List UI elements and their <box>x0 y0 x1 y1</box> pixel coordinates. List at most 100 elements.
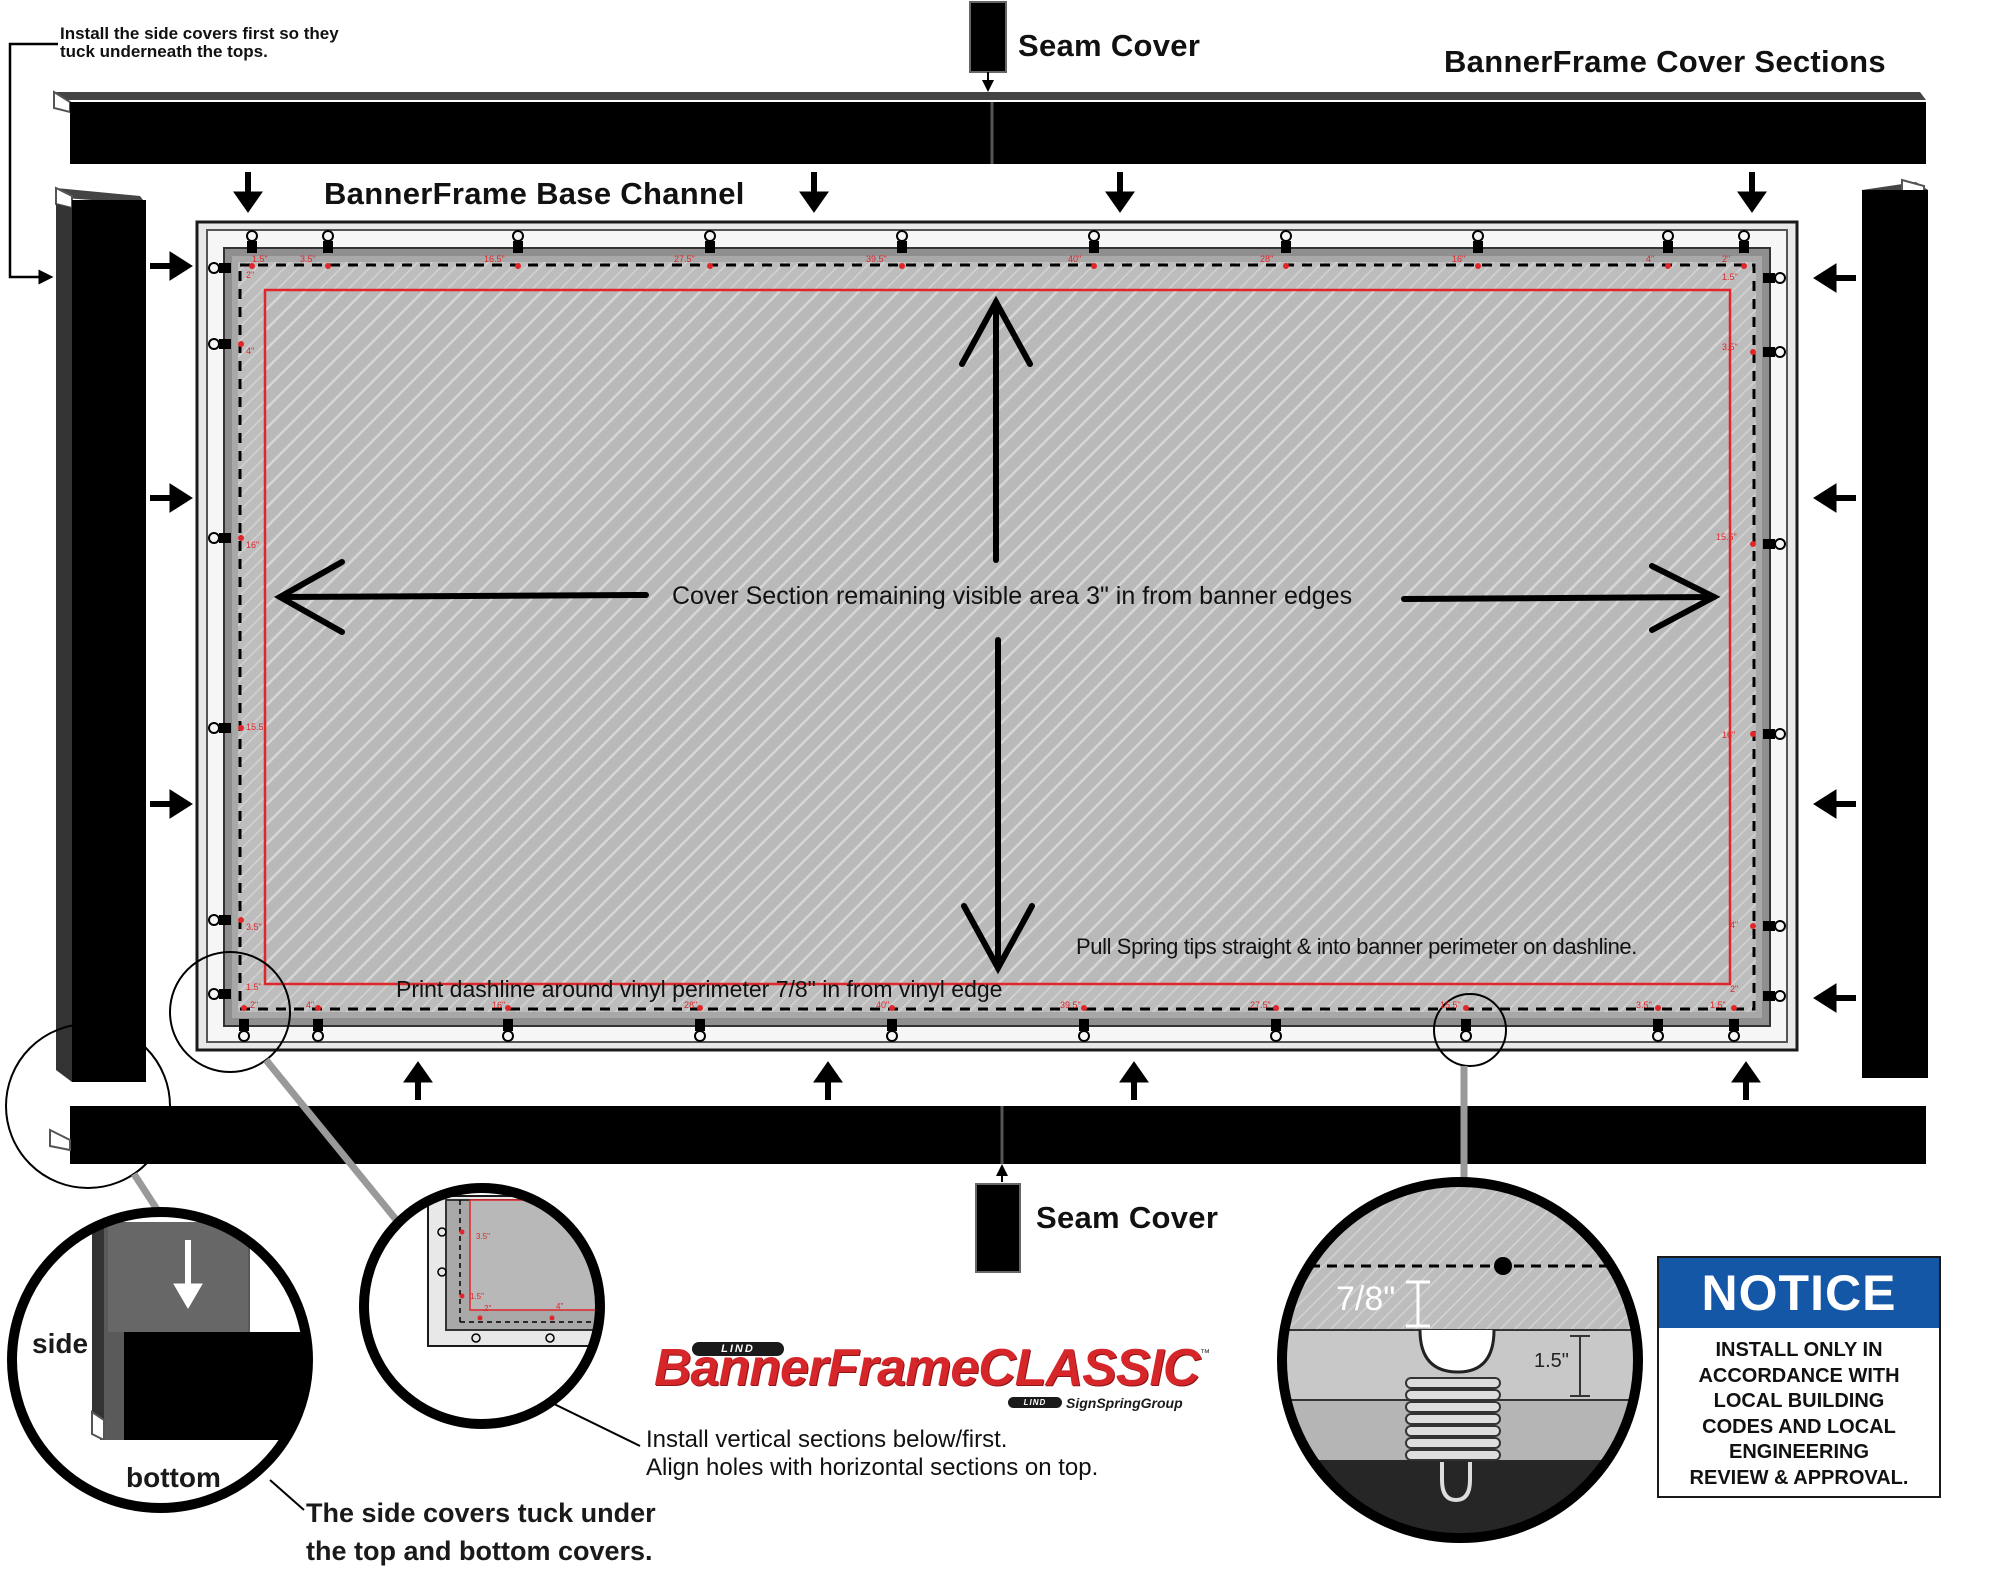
detail-corner <box>364 1188 600 1424</box>
measure-left-6: 1.5" <box>246 982 262 992</box>
arrow-right-2 <box>150 483 193 513</box>
measure-right-1: 1.5" <box>1722 272 1738 282</box>
arrow-up-3 <box>1119 1061 1149 1100</box>
detail-spring-height-label: 1.5" <box>1534 1350 1569 1372</box>
logo-sub-lind-badge: LIND <box>1008 1397 1062 1408</box>
measure-right-4: 16" <box>1722 730 1736 740</box>
springs-top <box>246 230 1750 253</box>
notice-line-6: REVIEW & APPROVAL. <box>1689 1466 1909 1489</box>
push-arrows <box>150 172 1856 1100</box>
detail-corner-measure-1: 3.5" <box>476 1232 490 1241</box>
measure-top-6: 40" <box>1068 254 1082 264</box>
logo-trademark: ™ <box>1200 1348 1210 1359</box>
arrow-left-3 <box>1813 789 1856 819</box>
arrow-down-2 <box>799 172 829 213</box>
dashline-text: Print dashline around vinyl perimeter 7/… <box>396 976 1003 1002</box>
arrow-up-1 <box>403 1061 433 1100</box>
measure-top-4: 27.5" <box>674 254 695 264</box>
measure-left-5: 3.5" <box>246 922 262 932</box>
measure-top-2: 3.5" <box>300 254 316 264</box>
measure-bottom-6: 39.5" <box>1060 1000 1081 1010</box>
notice-line-5: ENGINEERING <box>1728 1441 1870 1463</box>
measure-left-3: 16" <box>246 540 260 550</box>
measure-right-5: 4" <box>1730 920 1739 930</box>
notice-line-3: LOCAL BUILDING <box>1713 1390 1885 1412</box>
top-cover-section <box>53 90 1926 164</box>
grommet-dots <box>238 263 1756 1011</box>
notice-box: NOTICE INSTALL ONLY IN ACCORDANCE WITH L… <box>1657 1256 1941 1498</box>
measure-top-5: 39.5" <box>866 254 887 264</box>
pull-spring-text: Pull Spring tips straight & into banner … <box>1076 934 1637 959</box>
detail-corner-measure-3: 2" <box>484 1304 492 1313</box>
notice-line-2: ACCORDANCE WITH <box>1698 1364 1900 1387</box>
measure-bottom-2: 4" <box>306 1000 315 1010</box>
measure-right-6: 2" <box>1730 984 1739 994</box>
notice-body: INSTALL ONLY IN ACCORDANCE WITH LOCAL BU… <box>1667 1338 1931 1491</box>
notice-title: NOTICE <box>1659 1258 1939 1328</box>
install-caption: Install vertical sections below/first. A… <box>646 1426 1098 1482</box>
arrow-right-3 <box>150 789 193 819</box>
install-caption-line-2: Align holes with horizontal sections on … <box>646 1454 1099 1481</box>
seam-cover-top-piece <box>969 1 1007 92</box>
notice-line-4: CODES AND LOCAL <box>1702 1415 1896 1438</box>
measure-bottom-9: 3.5" <box>1636 1000 1652 1010</box>
measure-bottom-5: 40" <box>876 1000 890 1010</box>
seam-cover-bottom-piece <box>975 1164 1021 1273</box>
notice-line-1: INSTALL ONLY IN <box>1715 1339 1883 1361</box>
arrow-right-1 <box>150 251 193 281</box>
measure-top-7: 28" <box>1260 254 1274 264</box>
detail-spring-circle <box>1277 1177 1643 1543</box>
logo-signspring-group: SignSpringGroup <box>1066 1395 1183 1411</box>
cover-sections-title: BannerFrame Cover Sections <box>1444 44 1886 79</box>
right-side-cover <box>1862 178 1928 1078</box>
callout-spring <box>1433 993 1507 1067</box>
detail-corner-measure-2: 1.5" <box>470 1292 484 1301</box>
measure-top-9: 4" <box>1646 254 1655 264</box>
arrow-left-4 <box>1813 983 1856 1013</box>
tuck-caption: The side covers tuck under the top and b… <box>306 1494 656 1570</box>
measure-top-3: 16.5" <box>484 254 505 264</box>
detail-tuck-circle <box>7 1207 313 1513</box>
measure-left-1: 2" <box>246 270 255 280</box>
logo-lind-badge: LIND <box>692 1342 784 1356</box>
logo-bannerframe-classic: BannerFrameCLASSIC <box>654 1339 1200 1397</box>
visible-area-text: Cover Section remaining visible area 3" … <box>672 582 1353 610</box>
measure-left-2: 4" <box>246 346 255 356</box>
measure-bottom-3: 16" <box>492 1000 506 1010</box>
visible-area-arrows <box>273 295 1721 975</box>
arrow-down-1 <box>233 172 263 213</box>
springs-left <box>208 262 231 1000</box>
measure-top-10: 2" <box>1722 254 1731 264</box>
connector-corner <box>263 1057 401 1225</box>
measure-bottom-7: 27.5" <box>1250 1000 1271 1010</box>
base-channel-title: BannerFrame Base Channel <box>324 176 745 211</box>
arrow-up-2 <box>813 1061 843 1100</box>
detail-tuck-side-label: side <box>32 1328 89 1359</box>
seam-cover-bottom-label: Seam Cover <box>1036 1200 1219 1235</box>
detail-tuck-bottom-label: bottom <box>126 1462 221 1493</box>
detail-tuck-arrow <box>173 1240 203 1309</box>
seam-cover-top-label: Seam Cover <box>1018 28 1201 63</box>
arrow-left-2 <box>1813 483 1856 513</box>
measure-right-2: 3.5" <box>1722 342 1738 352</box>
connector-tuck-caption <box>269 1479 305 1511</box>
tip-line-1: Install the side covers first so they <box>60 24 339 43</box>
measure-top-1: 1.5" <box>252 254 268 264</box>
tip-line-2: tuck underneath the tops. <box>60 42 268 61</box>
measure-left-4: 15.5" <box>246 722 267 732</box>
bottom-cover-section <box>49 1106 1926 1164</box>
tip-leader-line <box>8 42 58 285</box>
arrow-down-3 <box>1105 172 1135 213</box>
detail-corner-circle <box>359 1183 605 1429</box>
arrow-up-4 <box>1731 1061 1761 1100</box>
measure-bottom-8: 15.5" <box>1440 1000 1461 1010</box>
detail-spring-inset-label: 7/8" <box>1336 1280 1396 1318</box>
install-caption-line-1: Install vertical sections below/first. <box>646 1426 1008 1453</box>
measure-bottom-10: 1.5" <box>1710 1000 1726 1010</box>
measure-bottom-1: 2" <box>250 1000 259 1010</box>
callout-tuck-corner <box>5 1023 171 1189</box>
tip-side-covers-first: Install the side covers first so they tu… <box>60 25 339 61</box>
springs-right <box>1763 272 1786 1002</box>
callout-banner-corner <box>169 951 291 1073</box>
